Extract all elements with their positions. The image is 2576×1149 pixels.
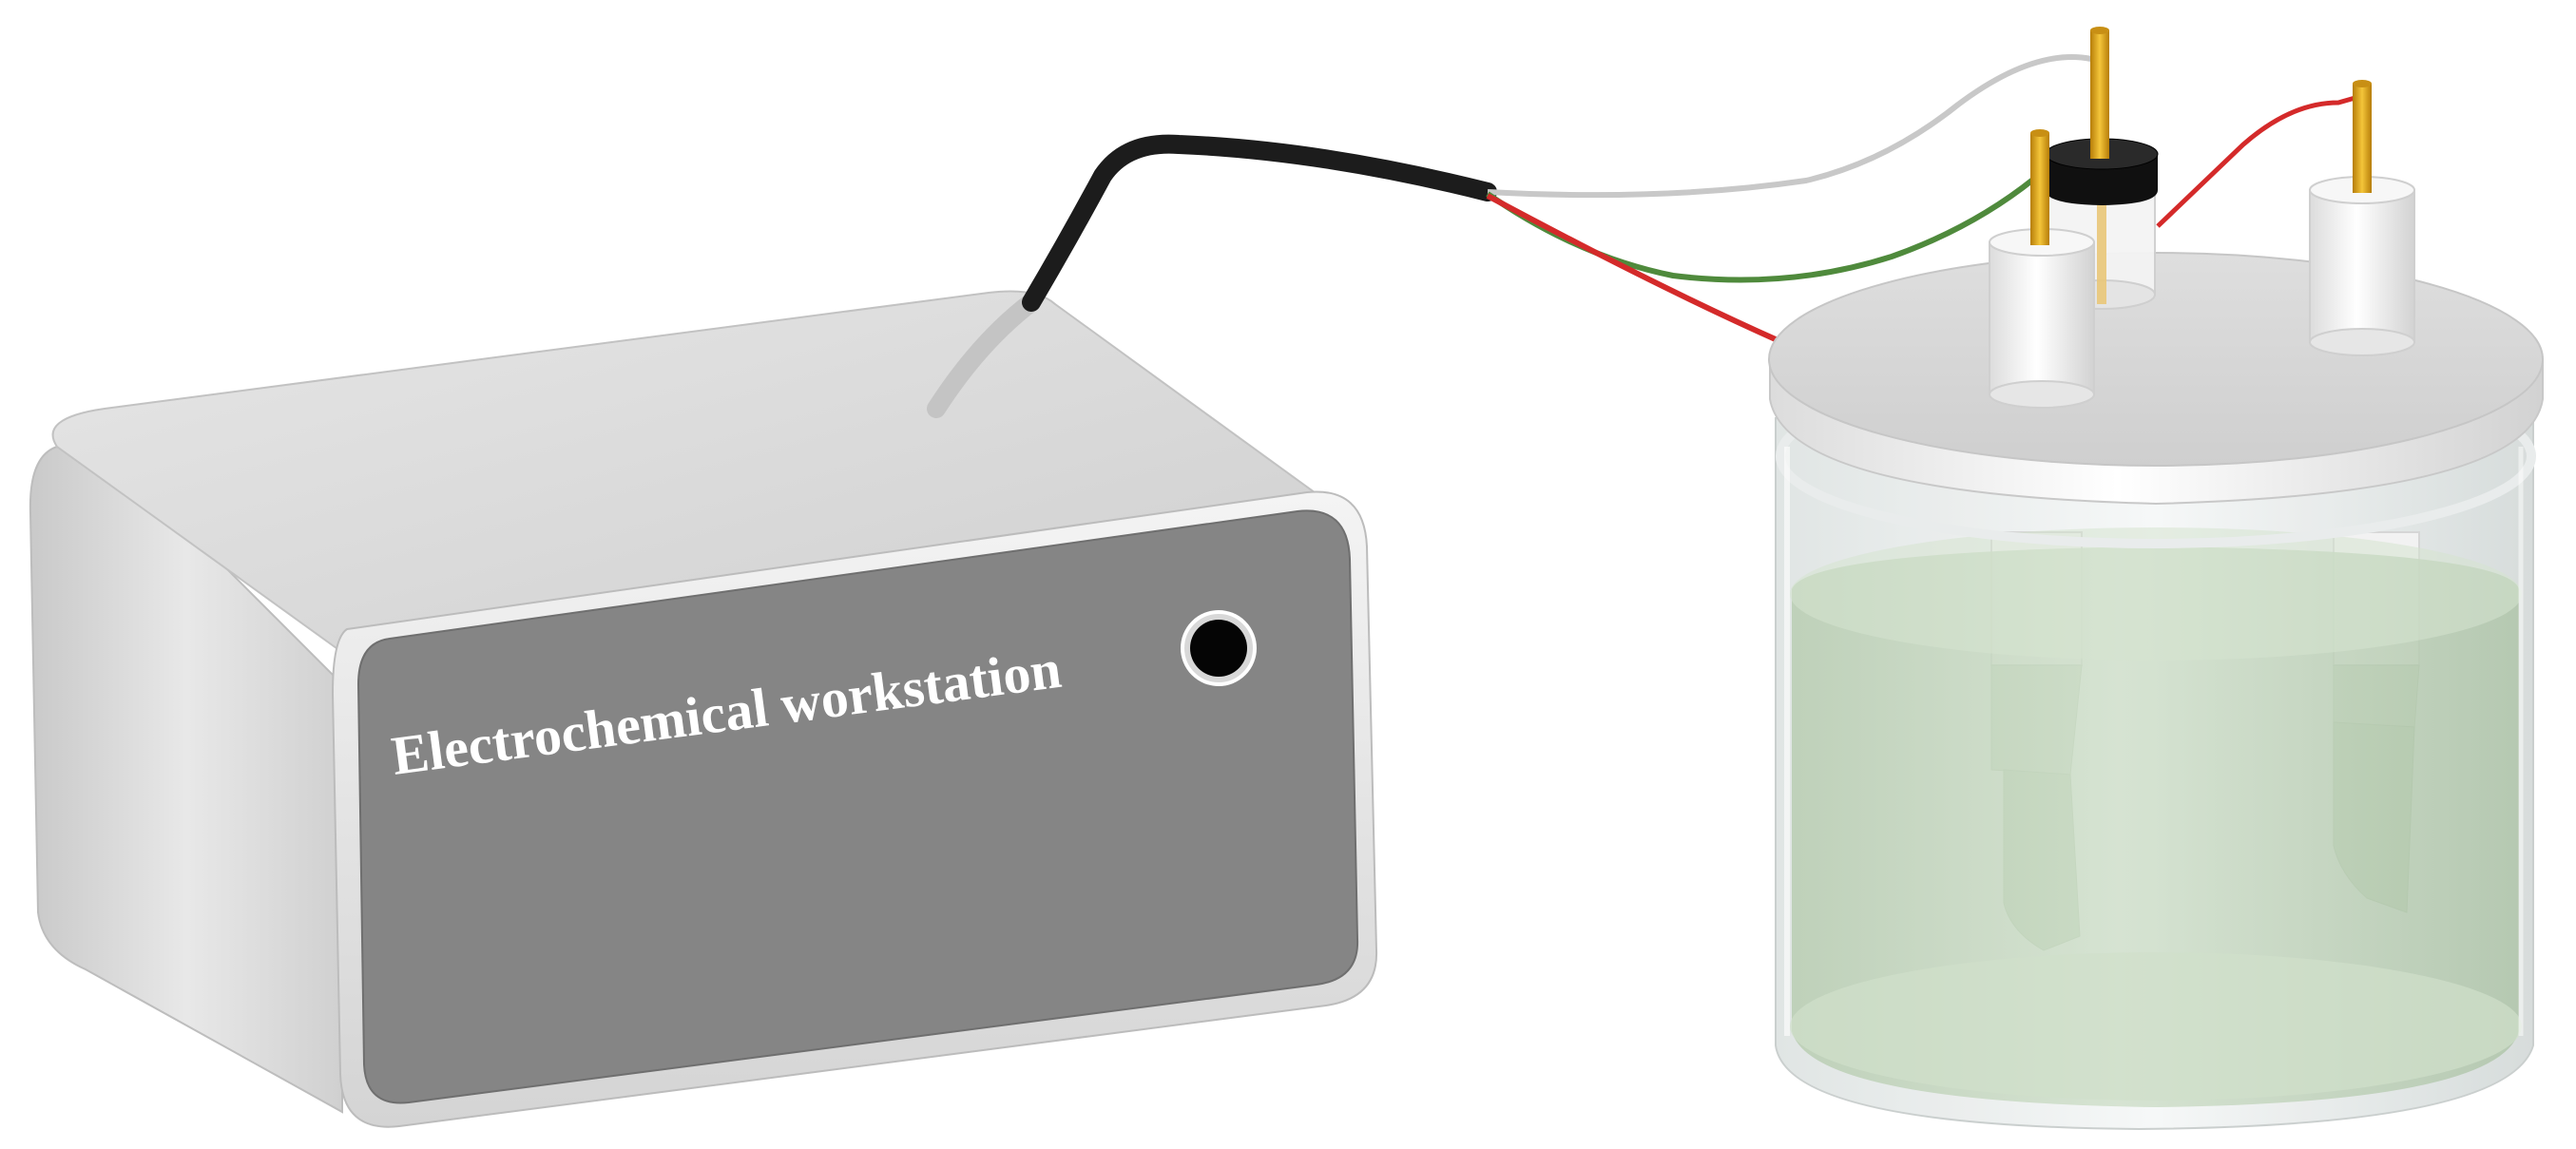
beaker-bottom [1790,952,2522,1101]
box-left-side [29,445,343,1114]
black-cable [1022,134,1497,312]
red-wire-left [1486,193,1779,343]
red-wire-right [2156,92,2366,228]
right-electrode-holder [2309,80,2415,356]
left-electrode-holder [1989,129,2095,409]
cable-shadow [927,293,1041,418]
cables [1022,54,2366,343]
box-front-panel [356,509,1359,1104]
electrochemical-cell [1768,27,2544,1131]
workstation-box: Electrochemical workstation [29,290,1378,1128]
solution-surface [1790,527,2522,661]
box-top [51,290,1353,658]
power-button[interactable] [1181,610,1257,686]
white-wire [1487,54,2092,199]
